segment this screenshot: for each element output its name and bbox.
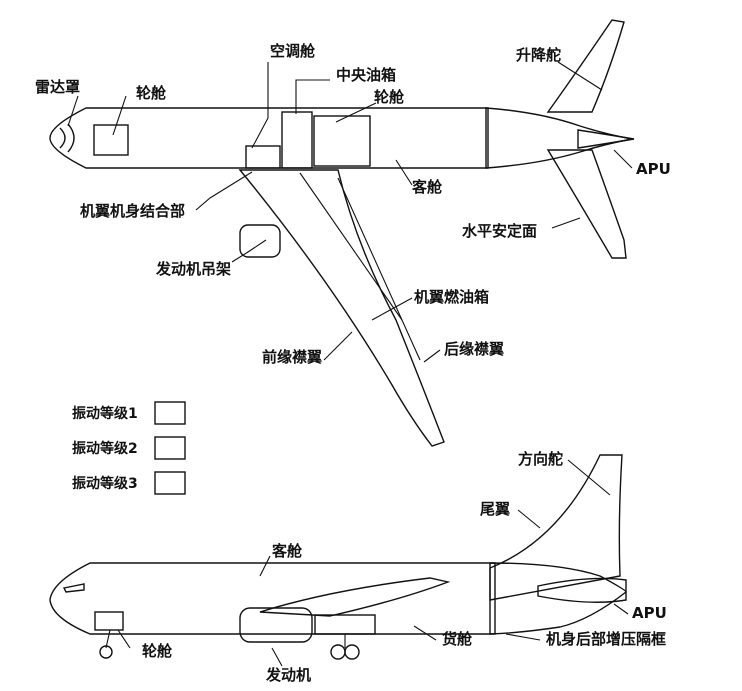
top-tailcone [485, 107, 633, 169]
side-cockpit-windows [62, 583, 85, 593]
legend-swatch-fine-dots [154, 471, 186, 495]
label-cargo-hold: 货舱 [442, 630, 473, 648]
label-radome: 雷达罩 [35, 78, 80, 96]
label-leading-edge-flap: 前缘襟翼 [262, 348, 322, 366]
side-engine [239, 607, 313, 643]
side-wing [259, 577, 451, 617]
top-view-aircraft [49, 19, 635, 447]
legend-label: 振动等级2 [72, 440, 138, 457]
leader-lines [67, 61, 633, 667]
label-cabin-side: 客舱 [271, 542, 303, 560]
top-cockpit [59, 123, 75, 153]
side-tailcone [489, 562, 627, 635]
label-wing-body-junction: 机翼机身结合部 [80, 202, 185, 220]
top-nose-wheel-well [93, 124, 129, 156]
side-nose-wheel-well [94, 611, 124, 631]
label-vertical-tail: 尾翼 [480, 500, 510, 518]
side-vertical-tail [489, 454, 623, 601]
label-apu-side: APU [632, 604, 667, 622]
side-fuselage [49, 562, 496, 635]
top-main-wheel-well [313, 115, 371, 167]
top-center-fuel-tank [281, 111, 313, 169]
legend-swatch-crosshatch [154, 436, 186, 460]
top-air-conditioning-bay [245, 145, 281, 169]
label-aft-pressure-bulkhead: 机身后部增压隔框 [546, 630, 666, 648]
label-center-fuel-tank: 中央油箱 [336, 66, 396, 84]
legend-item-level-1: 振动等级1 [72, 401, 186, 425]
label-rudder: 方向舵 [518, 450, 563, 468]
top-elevator [546, 19, 625, 113]
legend: 振动等级1 振动等级2 振动等级3 [72, 401, 186, 495]
legend-swatch-vertical-lines [154, 401, 186, 425]
side-view-aircraft [49, 454, 627, 660]
legend-label: 振动等级3 [72, 475, 138, 492]
label-engine: 发动机 [265, 666, 311, 684]
top-fuselage [49, 107, 489, 169]
legend-label: 振动等级1 [72, 405, 138, 422]
legend-item-level-2: 振动等级2 [72, 436, 186, 460]
label-apu-top: APU [636, 160, 671, 178]
label-air-conditioning-bay: 空调舱 [270, 42, 316, 60]
top-wing [238, 169, 445, 447]
legend-item-level-3: 振动等级3 [72, 471, 186, 495]
label-main-wheel-well: 轮舱 [374, 88, 405, 106]
top-engine-nacelle [239, 224, 281, 258]
side-apu-section [537, 577, 627, 603]
label-wing-fuel-tank: 机翼燃油箱 [414, 288, 489, 306]
label-nose-wheel-well: 轮舱 [136, 84, 167, 102]
label-trailing-edge-flap: 后缘襟翼 [444, 340, 504, 358]
label-cabin-top: 客舱 [411, 178, 443, 196]
label-elevator: 升降舵 [516, 46, 561, 64]
top-apu-cone [577, 129, 635, 149]
side-cargo-hold [314, 614, 376, 635]
side-main-wheel-b [344, 644, 360, 660]
label-nose-wheel-well-side: 轮舱 [142, 642, 173, 660]
side-main-wheel-a [330, 644, 346, 660]
top-horizontal-stabilizer [546, 149, 627, 259]
side-nose-wheel [99, 645, 113, 659]
label-engine-pylon: 发动机吊架 [155, 260, 231, 278]
label-horizontal-stabilizer: 水平安定面 [462, 222, 537, 240]
